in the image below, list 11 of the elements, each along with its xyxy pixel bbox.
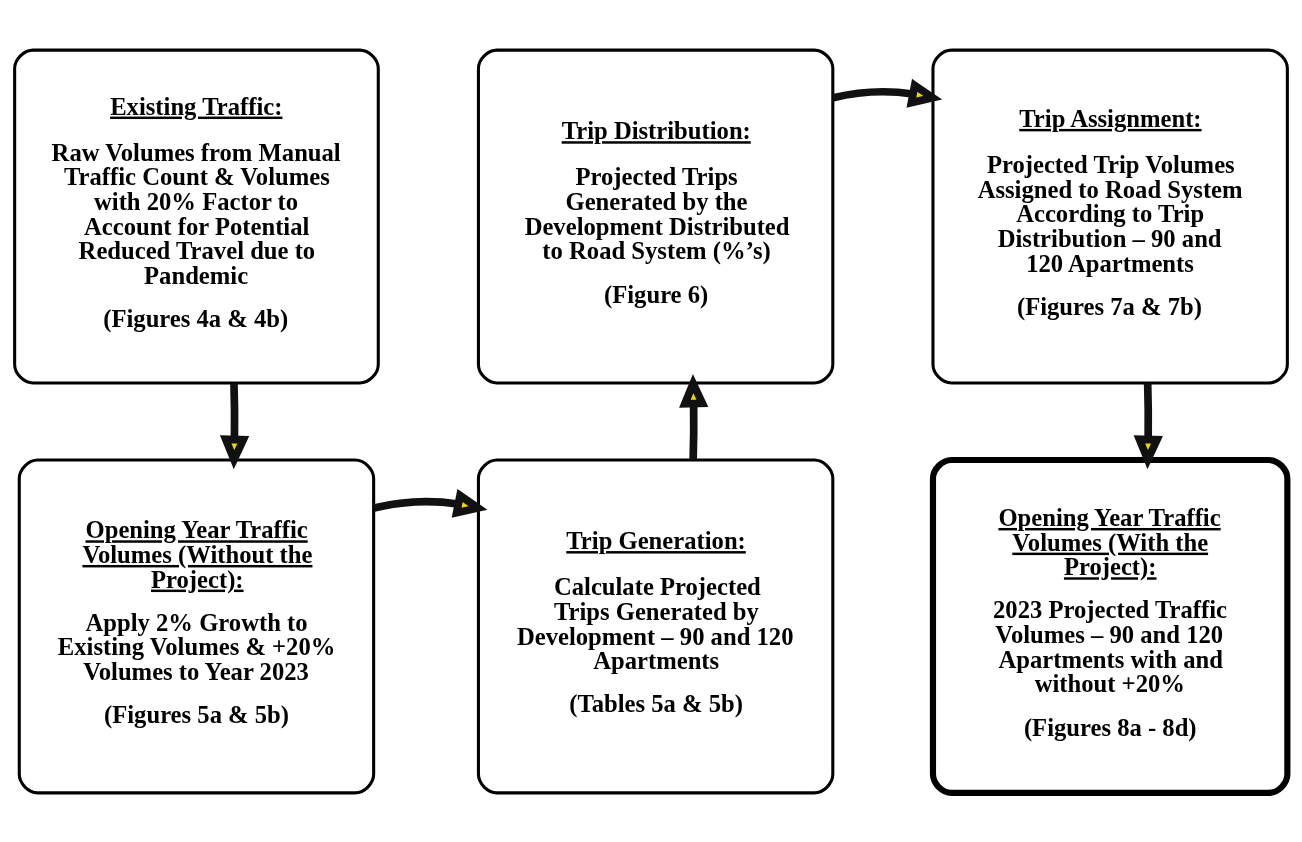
arrow	[832, 78, 943, 108]
node-box: Opening Year Traffic Volumes (Without the Project): Apply 2% Growth to Existing Volumes & +20% Volumes to Year 2023 (Figures 5a & 5b)	[17, 457, 376, 794]
node-box: Existing Traffic: Raw Volumes from Manual Traffic Count & Volumes with 20% Factor to Account for Potential Reduced Travel due to Pandemic (Figures 4a & 4b)	[13, 48, 380, 385]
node-box: Trip Distribution: Projected Trips Generated by the Development Distributed to Road System (%’s) (Figure 6)	[476, 48, 835, 385]
node-box: Opening Year Traffic Volumes (With the Project): 2023 Projected Traffic Volumes – 90 and 120 Apartments with and without +20% (Figures 8a - 8d)	[929, 456, 1291, 796]
arrow	[219, 382, 250, 469]
arrow	[679, 373, 709, 460]
arrow	[373, 488, 488, 518]
arrow	[1133, 382, 1163, 469]
node-box: Trip Assignment: Projected Trip Volumes Assigned to Road System According to Trip Distribution – 90 and 120 Apartments (Figures 7a & 7b)	[931, 48, 1289, 385]
node-box: Trip Generation: Calculate Projected Trips Generated by Development – 90 and 120 Apartments (Tables 5a & 5b)	[476, 457, 835, 794]
